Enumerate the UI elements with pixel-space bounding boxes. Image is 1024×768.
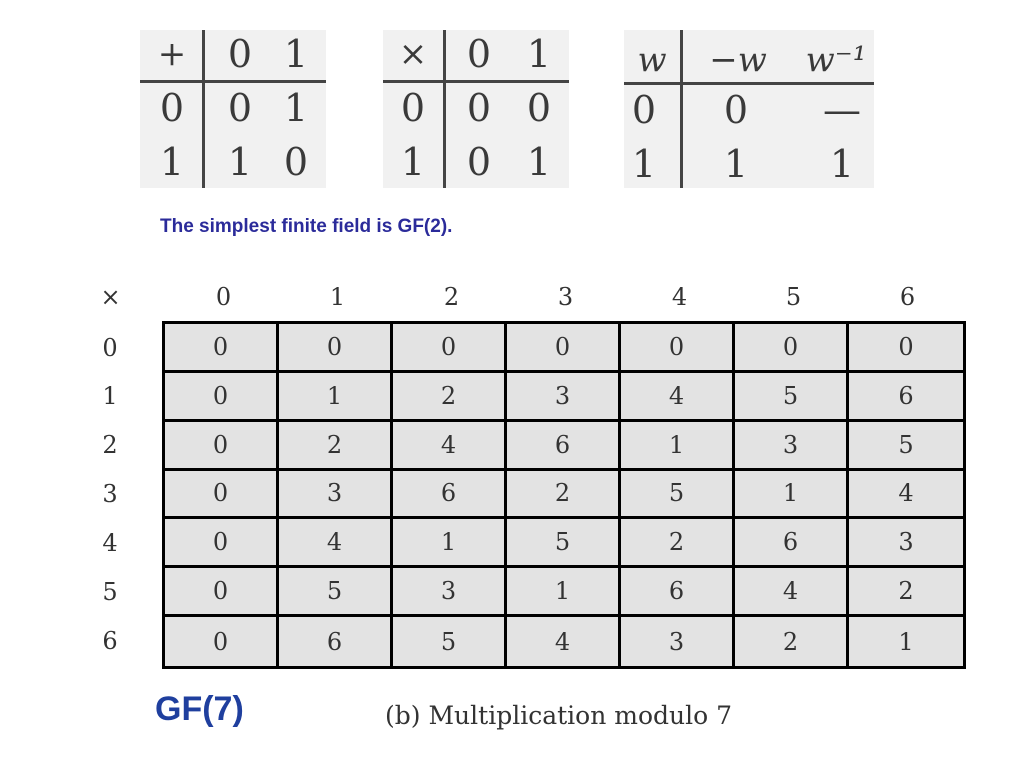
mult-cell: 0 [849,324,963,373]
mult-cell: 0 [165,519,279,569]
mult-cell: 5 [393,617,507,666]
mult-row-header: 3 [102,480,118,508]
mult-cell: 4 [621,372,735,422]
mult-cell: 0 [279,324,393,373]
mult-row-header: 5 [102,578,118,606]
multiplication-mod-7-table: 0 0 0 0 0 0 0 0 1 2 3 4 5 6 0 2 4 6 1 3 … [162,321,966,669]
mult-cell: 6 [849,373,963,422]
mult-cell: 4 [393,421,507,471]
mult-cell: 3 [393,568,507,618]
mult-cell: 0 [165,568,279,618]
table-cell: 1 [283,86,309,130]
gf7-label: GF(7) [155,690,244,728]
mult-cell: 5 [621,470,735,520]
mult-cell: 2 [735,617,849,666]
table-cell: 1 [526,140,552,184]
table-cell: — [823,88,861,132]
mult-cell: 5 [735,372,849,422]
mult-cell: 5 [279,568,393,618]
table-cell: 1 [227,140,253,184]
mult-row-header: 4 [102,529,118,557]
mult-cell: 0 [165,617,279,666]
mult-table-corner: × [100,283,121,311]
mult-cell: 2 [393,372,507,422]
mult-cell: 2 [621,519,735,569]
mult-cell: 0 [735,324,849,373]
table-cell: 0 [466,140,492,184]
table-cell: 1 [829,142,855,186]
mult-cell: 6 [621,568,735,618]
table-cell: 0 [631,88,657,132]
mult-col-header: 3 [557,283,574,311]
mult-cell: 6 [735,519,849,569]
mult-cell: 1 [621,421,735,471]
table-header-cell: + [157,34,187,74]
table-cell: 1 [159,140,185,184]
mult-cell: 2 [279,421,393,471]
mult-cell: 3 [507,372,621,422]
mult-row-header: 2 [102,431,118,459]
table-cell: 0 [400,86,426,130]
mult-cell: 1 [393,519,507,569]
mult-cell: 1 [279,372,393,422]
mult-cell: 6 [393,470,507,520]
mult-cell: 5 [849,422,963,471]
table-header-cell: × [398,34,428,74]
mult-row-header: 0 [102,334,118,362]
table-header-cell: 1 [283,32,309,76]
mult-cell: 3 [279,470,393,520]
mult-cell: 6 [507,421,621,471]
mult-col-header: 6 [899,283,916,311]
table-header-cell: 0 [466,32,492,76]
mult-col-header: 4 [671,283,688,311]
mult-cell: 4 [735,568,849,618]
table-cell: 0 [723,88,749,132]
mult-cell: 3 [849,519,963,569]
mult-table-caption: (b) Multiplication modulo 7 [385,701,732,730]
gf2-multiplication-table: × 0 1 0 0 0 1 0 1 [383,30,569,188]
mult-cell: 0 [165,324,279,373]
table-cell: 0 [283,140,309,184]
mult-col-header: 2 [443,283,460,311]
mult-cell: 5 [507,519,621,569]
table-header-cell: 0 [227,32,253,76]
table-header-cell: w [637,40,667,80]
mult-cell: 1 [898,627,914,656]
mult-col-header: 5 [785,283,802,311]
mult-cell: 1 [735,470,849,520]
mult-cell: 0 [393,324,507,373]
mult-cell: 3 [621,617,735,666]
mult-cell: 0 [621,324,735,373]
table-cell: 0 [526,86,552,130]
table-cell: 0 [466,86,492,130]
mult-cell: 0 [165,470,279,520]
mult-cell: 4 [279,519,393,569]
table-header-cell: 1 [526,32,552,76]
table-cell: 1 [631,142,657,186]
mult-cell: 2 [849,568,963,618]
mult-cell: 3 [735,421,849,471]
gf2-addition-table: + 0 1 0 0 1 1 1 0 [140,30,326,188]
table-cell: 1 [400,140,426,184]
mult-cell: 2 [507,470,621,520]
mult-cell: 0 [165,372,279,422]
mult-row-header: 6 [102,627,118,655]
mult-cell: 4 [849,471,963,520]
mult-cell: 6 [279,617,393,666]
table-cell: 0 [159,86,185,130]
mult-cell: 0 [165,421,279,471]
mult-col-header: 1 [329,283,346,311]
mult-cell: 0 [507,324,621,373]
mult-col-header: 0 [215,283,232,311]
mult-cell: 4 [507,617,621,666]
table-header-cell: w⁻¹ [805,40,867,80]
table-cell: 0 [227,86,253,130]
table-cell: 1 [723,142,749,186]
gf2-inverse-table: w −w w⁻¹ 0 0 — 1 1 1 [624,30,874,188]
table-header-cell: −w [709,40,767,80]
mult-cell: 1 [507,568,621,618]
mult-row-header: 1 [102,382,118,410]
gf2-caption: The simplest finite field is GF(2). [160,216,453,237]
